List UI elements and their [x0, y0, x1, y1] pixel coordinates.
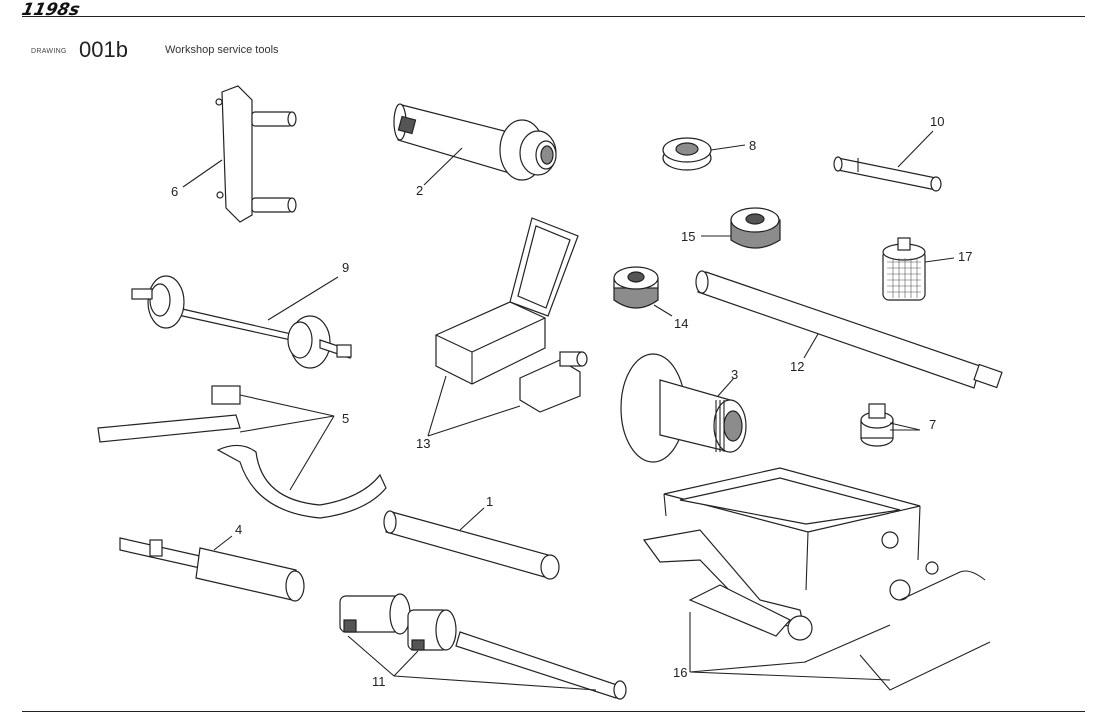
header-divider [22, 16, 1085, 17]
tool-16-stand [642, 467, 991, 691]
tool-3-threaded-sleeve [620, 353, 747, 463]
tool-15-collet [701, 207, 781, 249]
callout-10: 10 [930, 114, 944, 129]
tool-5-wrench-and-circlip [97, 385, 387, 519]
callout-1: 1 [486, 494, 493, 509]
drawing-label: DRAWING [31, 48, 67, 55]
callout-16: 16 [673, 665, 687, 680]
callout-7: 7 [929, 417, 936, 432]
footer-divider [22, 711, 1085, 712]
callout-3: 3 [731, 367, 738, 382]
tool-9-puller [131, 275, 352, 369]
tool-1-tube [383, 507, 560, 580]
tool-6-plate-pins [182, 85, 297, 223]
tool-17-knurled-nut [882, 237, 955, 301]
tool-10-pin [833, 130, 942, 192]
callout-9: 9 [342, 260, 349, 275]
tool-8-ring [662, 137, 746, 171]
tool-2-sleeve [393, 103, 557, 186]
tool-11-sleeve-set [339, 593, 627, 700]
callout-4: 4 [235, 522, 242, 537]
drawing-title: Workshop service tools [165, 44, 279, 56]
callout-17: 17 [958, 249, 972, 264]
tool-7-adapter [860, 403, 921, 447]
callout-12: 12 [790, 359, 804, 374]
callout-15: 15 [681, 229, 695, 244]
callout-5: 5 [342, 411, 349, 426]
tool-12-rod [695, 270, 1003, 389]
callout-8: 8 [749, 138, 756, 153]
tool-14-collet [613, 266, 673, 317]
callout-11: 11 [372, 674, 386, 689]
callout-14: 14 [674, 316, 688, 331]
tool-13-case-and-block [427, 217, 588, 437]
tool-4-pin [119, 535, 305, 602]
callout-2: 2 [416, 183, 423, 198]
callout-6: 6 [171, 184, 178, 199]
callout-13: 13 [416, 436, 430, 451]
drawing-number: 001b [79, 37, 128, 62]
